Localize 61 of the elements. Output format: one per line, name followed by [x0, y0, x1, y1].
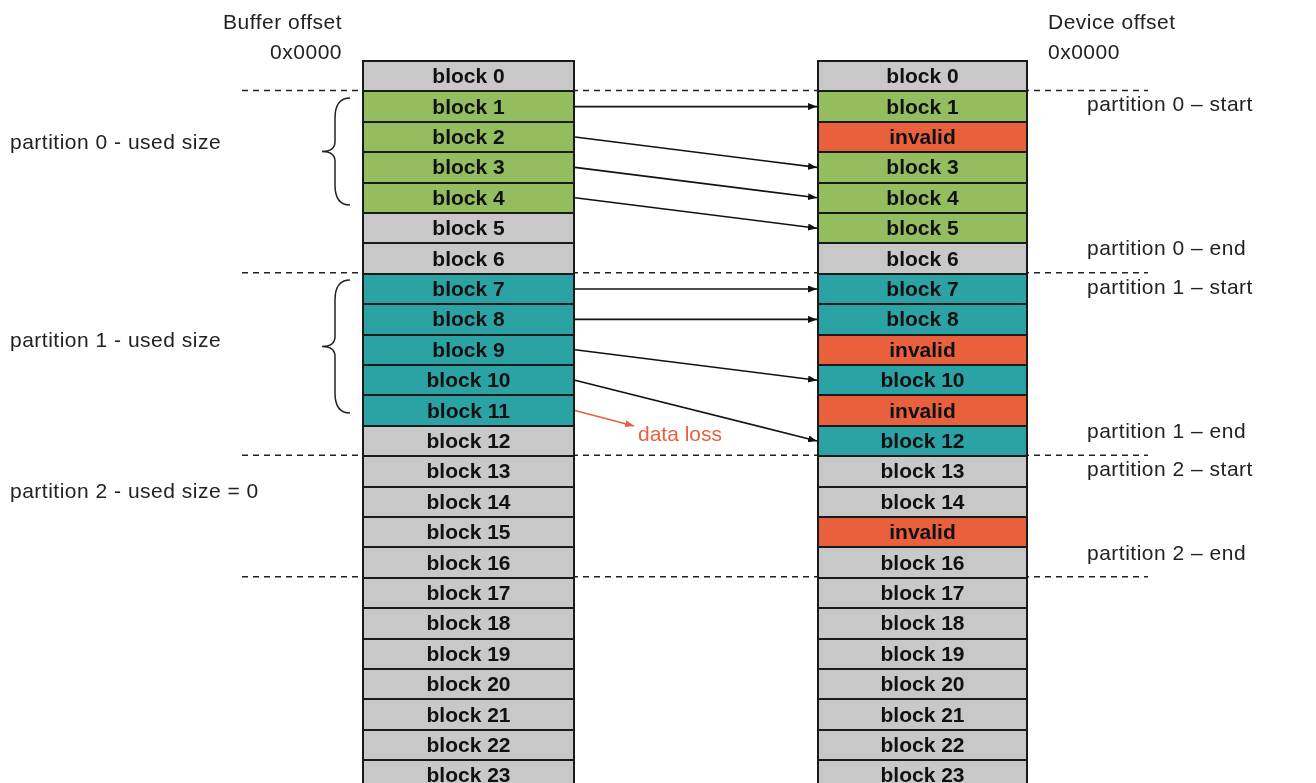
memory-block: block 1: [817, 90, 1028, 123]
memory-block: block 13: [817, 455, 1028, 488]
memory-block: block 23: [817, 759, 1028, 783]
memory-block: block 13: [362, 455, 575, 488]
annotation-text: partition 1 - used size: [10, 328, 222, 352]
memory-block: block 19: [817, 637, 1028, 670]
memory-block: block 9: [362, 333, 575, 366]
memory-block: block 10: [362, 364, 575, 397]
memory-block: block 14: [362, 485, 575, 518]
annotation-text: 0x0000: [1048, 40, 1120, 64]
memory-block: block 6: [362, 242, 575, 275]
memory-block: block 19: [362, 637, 575, 670]
memory-block: block 10: [817, 364, 1028, 397]
invalid-block: invalid: [817, 394, 1028, 427]
arrow: [574, 315, 818, 323]
arrow: [574, 166, 818, 201]
memory-block: block 18: [817, 607, 1028, 640]
invalid-block: invalid: [817, 516, 1028, 549]
annotation-text: partition 0 – start: [1087, 92, 1253, 116]
annotation-text: Buffer offset: [223, 10, 342, 34]
memory-block: block 5: [362, 212, 575, 245]
annotation-text: partition 1 – start: [1087, 275, 1253, 299]
memory-block: block 16: [362, 546, 575, 579]
memory-block: block 20: [817, 668, 1028, 701]
memory-block: block 0: [362, 60, 575, 93]
memory-block: block 21: [362, 698, 575, 731]
memory-block: block 23: [362, 759, 575, 783]
memory-block: block 16: [817, 546, 1028, 579]
memory-block: block 20: [362, 668, 575, 701]
memory-block: block 3: [817, 151, 1028, 184]
arrow: [574, 103, 818, 111]
memory-block: block 3: [362, 151, 575, 184]
annotation-text: partition 2 – end: [1087, 541, 1247, 565]
memory-block: block 11: [362, 394, 575, 427]
arrow: [574, 379, 818, 443]
arrow: [574, 197, 818, 231]
invalid-block: invalid: [817, 333, 1028, 366]
memory-block: block 8: [817, 303, 1028, 336]
arrow: [574, 285, 818, 293]
arrow: [574, 409, 635, 428]
arrow: [574, 349, 818, 383]
arrow: [574, 136, 818, 170]
memory-block: block 21: [817, 698, 1028, 731]
annotation-text: 0x0000: [270, 40, 342, 64]
annotation-text: partition 1 – end: [1087, 419, 1247, 443]
memory-block: block 5: [817, 212, 1028, 245]
memory-block: block 15: [362, 516, 575, 549]
memory-block: block 4: [817, 181, 1028, 214]
memory-block: block 8: [362, 303, 575, 336]
note-text: data loss: [638, 422, 723, 446]
annotation-text: partition 2 - used size = 0: [10, 479, 259, 503]
annotation-text: partition 2 – start: [1087, 457, 1253, 481]
memory-block: block 1: [362, 90, 575, 123]
annotation-text: partition 0 – end: [1087, 236, 1247, 260]
annotation-text: Device offset: [1048, 10, 1176, 34]
memory-block: block 18: [362, 607, 575, 640]
memory-block: block 0: [817, 60, 1028, 93]
memory-block: block 6: [817, 242, 1028, 275]
memory-block: block 14: [817, 485, 1028, 518]
memory-block: block 4: [362, 181, 575, 214]
annotation-text: partition 0 - used size: [10, 130, 222, 154]
